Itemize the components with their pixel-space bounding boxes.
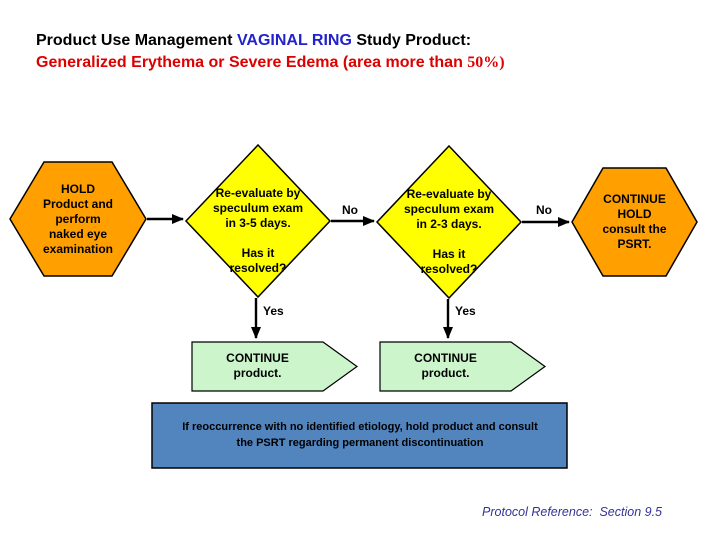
page-title: Product Use Management VAGINAL RING Stud… <box>36 30 636 74</box>
title-line1-highlight: VAGINAL RING <box>236 32 352 49</box>
continue-product-pentagon-right <box>379 341 547 392</box>
hold-product-hexagon <box>9 161 147 277</box>
title-line-1: Product Use Management VAGINAL RING Stud… <box>36 30 636 52</box>
reoccurrence-note-text: If reoccurrence with no identified etiol… <box>182 421 538 449</box>
yes-label-1: Yes <box>263 304 284 318</box>
title-line2-main: Generalized Erythema or Severe Edema (ar… <box>36 54 468 71</box>
reoccurrence-note-box <box>151 402 568 469</box>
reevaluate-3-5-days-label: Re-evaluate by speculum exam in 3-5 days… <box>212 186 304 275</box>
reevaluate-2-3-days-diamond <box>375 144 523 300</box>
continue-hold-label: CONTINUE HOLD consult the PSRT. <box>602 192 667 251</box>
no-label-1: No <box>342 203 358 217</box>
continue-product-right-label: CONTINUE product. <box>414 351 477 380</box>
continue-hold-hexagon <box>571 167 698 277</box>
hold-product-hexagon-label: HOLD Product and perform naked eye exami… <box>42 182 114 256</box>
reevaluate-2-3-days-label: Re-evaluate by speculum exam in 2-3 days… <box>403 187 495 276</box>
reevaluate-3-5-days-diamond <box>184 143 332 299</box>
protocol-reference: Protocol Reference: Section 9.5 <box>482 505 662 519</box>
title-line2-percענt: 50%) <box>467 54 505 71</box>
continue-product-left-label: CONTINUE product. <box>226 351 289 380</box>
no-label-2: No <box>536 203 552 217</box>
yes-label-2: Yes <box>455 304 476 318</box>
title-line1-part1: Product Use Management <box>36 32 237 49</box>
title-line-2: Generalized Erythema or Severe Edema (ar… <box>36 52 636 74</box>
title-line1-part2: Study Product: <box>351 32 472 49</box>
continue-product-pentagon-left <box>191 341 359 392</box>
